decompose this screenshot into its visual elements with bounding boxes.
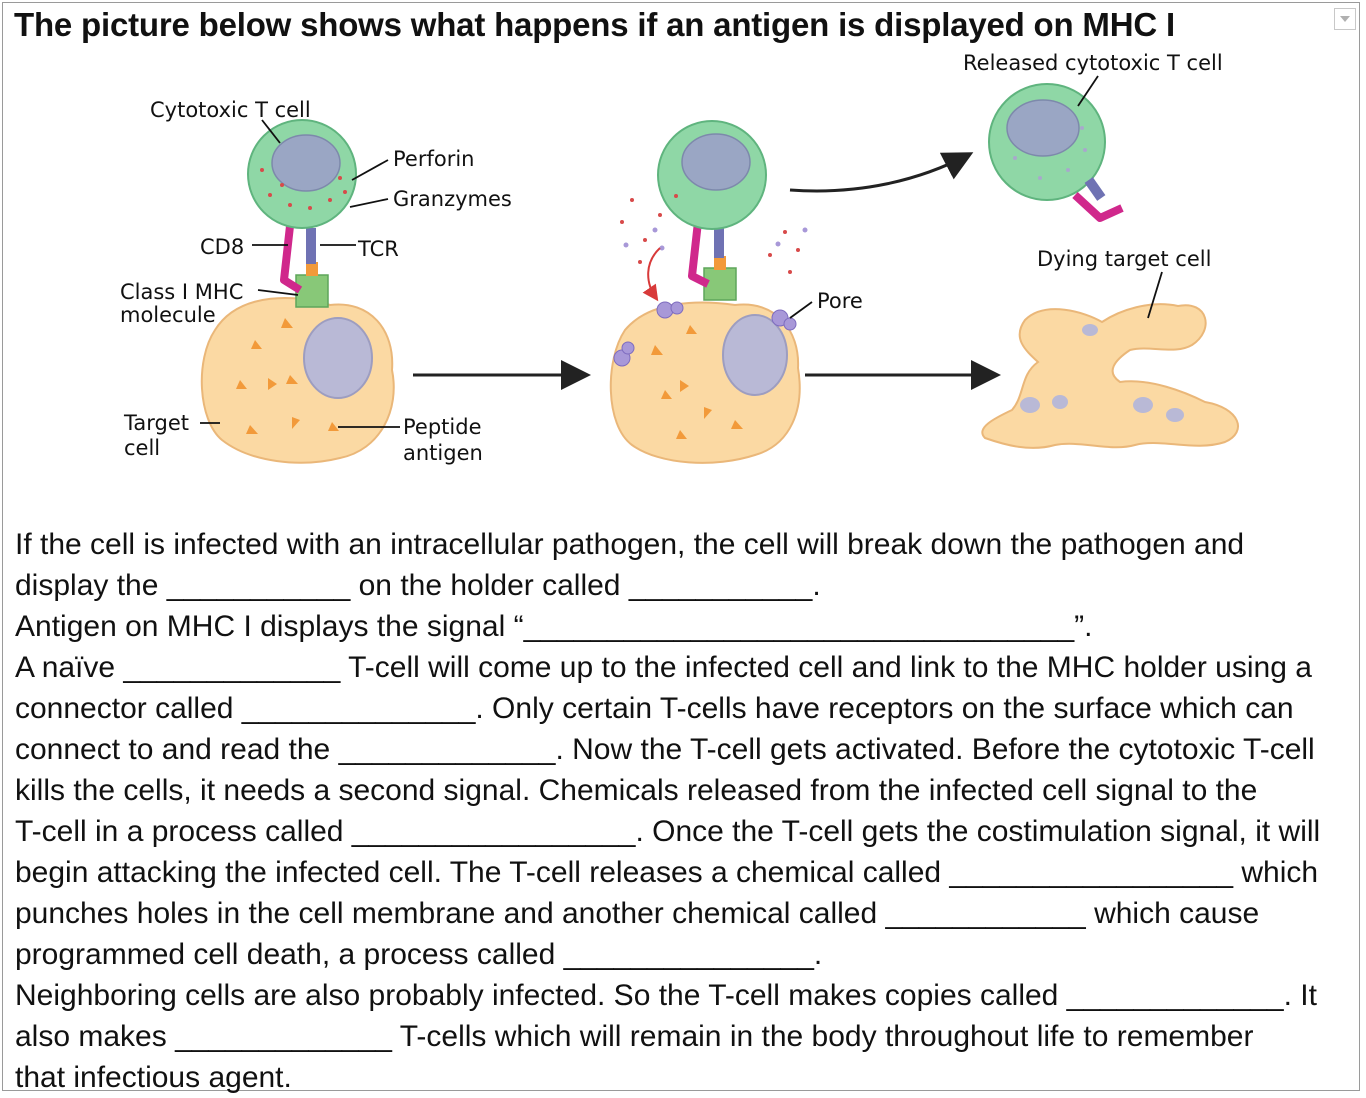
released-granule-dots: [1013, 126, 1087, 180]
released-perforin: [623, 227, 808, 251]
peptide-antigen-marks-2: [651, 325, 743, 439]
label-class-i-mhc: Class I MHC: [120, 280, 243, 304]
paragraph-line: display the ___________ on the holder ca…: [15, 569, 821, 602]
paragraph-line: Neighboring cells are also probably infe…: [15, 979, 1317, 1012]
cytotoxic-t-cell-diagram: Cytotoxic T cell Perforin Granzymes CD8 …: [120, 51, 1239, 465]
page-title: The picture below shows what happens if …: [14, 6, 1175, 43]
released-cd8: [1072, 192, 1124, 222]
dying-cell-fragments: [1020, 324, 1184, 422]
panel-1-binding: Cytotoxic T cell Perforin Granzymes CD8 …: [120, 98, 512, 465]
t-cell-nucleus-2: [681, 133, 751, 191]
target-nucleus-2: [722, 314, 788, 396]
pore-icons: [613, 301, 797, 367]
panel-3-result: Released cytotoxic T cell Dying target c…: [963, 51, 1239, 449]
dropdown-toggle[interactable]: [1334, 8, 1356, 30]
panel-2-attack: Pore: [609, 120, 863, 464]
label-peptide: Peptide: [403, 415, 481, 439]
paragraph-line: kills the cells, it needs a second signa…: [15, 774, 1258, 807]
label-dying: Dying target cell: [1037, 247, 1211, 271]
paragraph-line: programmed cell death, a process called …: [15, 938, 823, 971]
class-i-mhc-2: [703, 267, 737, 301]
label-cytotoxic-t-cell: Cytotoxic T cell: [150, 98, 311, 122]
released-tcr: [1084, 177, 1106, 201]
paragraph-line: also makes _____________ T-cells which w…: [15, 1020, 1254, 1053]
bound-antigen-2: [714, 256, 726, 270]
red-arrow: [642, 247, 661, 302]
label-perforin: Perforin: [393, 147, 475, 171]
label-tcr: TCR: [357, 237, 399, 261]
label-released: Released cytotoxic T cell: [963, 51, 1223, 75]
label-target: Target: [123, 411, 189, 435]
paragraph-line: connect to and read the _____________. N…: [15, 733, 1315, 766]
class-i-mhc: [295, 274, 329, 308]
bound-antigen: [306, 262, 318, 276]
paragraph-line: A naïve _____________ T-cell will come u…: [15, 651, 1312, 684]
dying-target-cell: [981, 303, 1239, 449]
panel-1-leader-lines: [200, 119, 400, 428]
peptide-antigen-marks: [236, 318, 339, 434]
paragraph-line: begin attacking the infected cell. The T…: [15, 856, 1319, 889]
arrow-to-released: [789, 152, 974, 193]
worksheet-paragraph: If the cell is infected with an intracel…: [15, 524, 1360, 1098]
granule-dots: [260, 168, 347, 210]
label-granzymes: Granzymes: [393, 187, 512, 211]
label-cd8: CD8: [200, 235, 244, 259]
target-nucleus: [303, 317, 373, 399]
released-t-cell-nucleus: [1006, 99, 1080, 157]
label-molecule: molecule: [120, 303, 216, 327]
t-cell-nucleus: [271, 134, 341, 192]
cd8-connector-2: [688, 221, 710, 288]
tcr-receptor-2: [714, 224, 724, 258]
chevron-down-icon: [1340, 16, 1350, 22]
label-cell: cell: [124, 436, 160, 460]
cd8-connector: [280, 225, 303, 294]
paragraph-line: Antigen on MHC I displays the signal “__…: [15, 610, 1093, 643]
paragraph-line: connector called ______________. Only ce…: [15, 692, 1294, 725]
dying-leader: [1147, 271, 1163, 319]
paragraph-line: that infectious agent.: [15, 1061, 292, 1094]
paragraph-line: If the cell is infected with an intracel…: [15, 528, 1245, 561]
tcr-receptor: [306, 228, 316, 264]
paragraph-line: T-cell in a process called _____________…: [15, 815, 1321, 848]
released-granules: [620, 194, 800, 274]
pore-leader: [789, 301, 813, 319]
label-pore: Pore: [817, 289, 863, 313]
paragraph-line: punches holes in the cell membrane and a…: [15, 897, 1260, 930]
label-antigen: antigen: [403, 441, 483, 465]
released-leader: [1077, 75, 1099, 107]
